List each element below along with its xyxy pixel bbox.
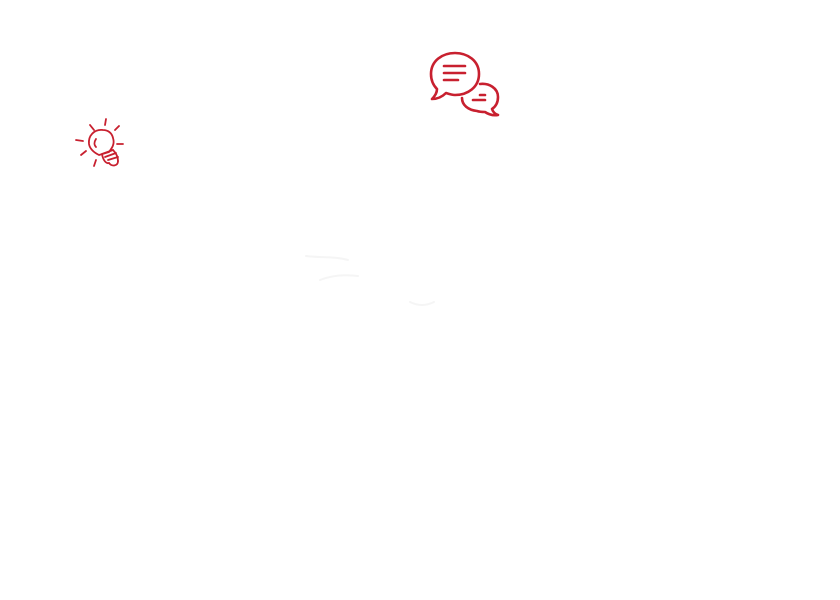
chat-bubbles-icon	[428, 50, 502, 120]
faint-scribble-icon	[300, 246, 470, 318]
lightbulb-idea-icon	[72, 116, 128, 174]
